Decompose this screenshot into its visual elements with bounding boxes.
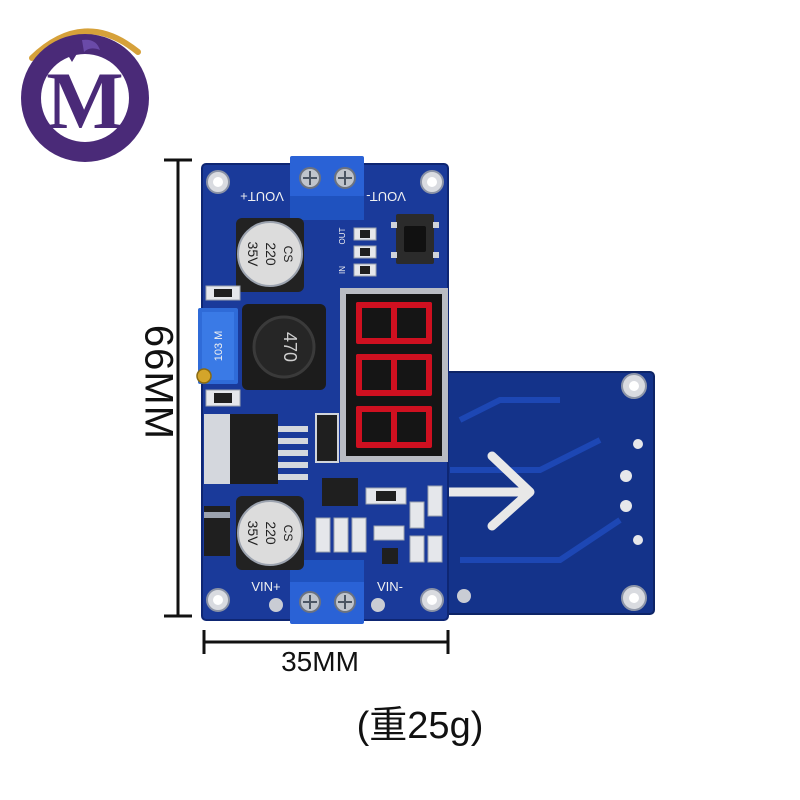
display-segment [426,406,432,446]
board-front: VOUT+ VOUT- VIN+ VIN- OUT IN CS 220 [196,156,449,624]
potentiometer: 103 M [196,308,238,384]
capacitor-top: CS 220 35V [236,218,304,292]
capacitor-bottom-line1: CS [281,525,295,542]
display-digits [356,302,432,448]
output-terminal-block [290,156,364,220]
display-segment [426,354,432,394]
display-segment [391,406,397,446]
arrow-right-icon [443,451,535,531]
mounting-holes [206,170,444,612]
inductor-label: 470 [280,332,300,362]
inductor: 470 [242,304,326,390]
silk-vin-plus: VIN+ [251,579,280,594]
brand-logo: M [21,28,149,162]
logo-letter: M [46,55,123,146]
display-segment [356,406,362,446]
silk-vout-minus: VOUT- [366,189,406,204]
width-dimension-line [202,630,450,654]
capacitor-bottom-line2: 220 [263,521,279,545]
display-digit [356,406,432,448]
weight-label: (重25g) [356,705,484,747]
silk-in: IN [338,266,347,274]
capacitor-top-line2: 220 [263,242,279,266]
height-dimension-label: 66MM [136,324,181,441]
capacitor-bottom-line3: 35V [245,521,261,547]
regulator-ic [204,414,308,484]
capacitor-top-line1: CS [281,246,295,263]
display-digit [356,354,432,396]
input-terminal-block [290,560,364,624]
silk-vin-minus: VIN- [377,579,403,594]
seven-segment-display [340,288,448,462]
capacitor-top-line3: 35V [245,242,261,268]
capacitor-bottom: CS 220 35V [236,496,304,570]
logo-figure-icon [66,39,100,62]
silk-vout-plus: VOUT+ [240,189,284,204]
display-digit [356,302,432,344]
board-back [439,371,655,615]
height-dimension-line [164,158,192,618]
pot-label: 103 M [213,331,225,362]
display-segment [356,354,362,394]
push-button [391,214,439,264]
display-segment [391,354,397,394]
display-segment [426,302,432,342]
display-segment [391,302,397,342]
silk-out: OUT [338,227,347,244]
width-dimension-label: 35MM [281,646,359,677]
display-segment [356,302,362,342]
